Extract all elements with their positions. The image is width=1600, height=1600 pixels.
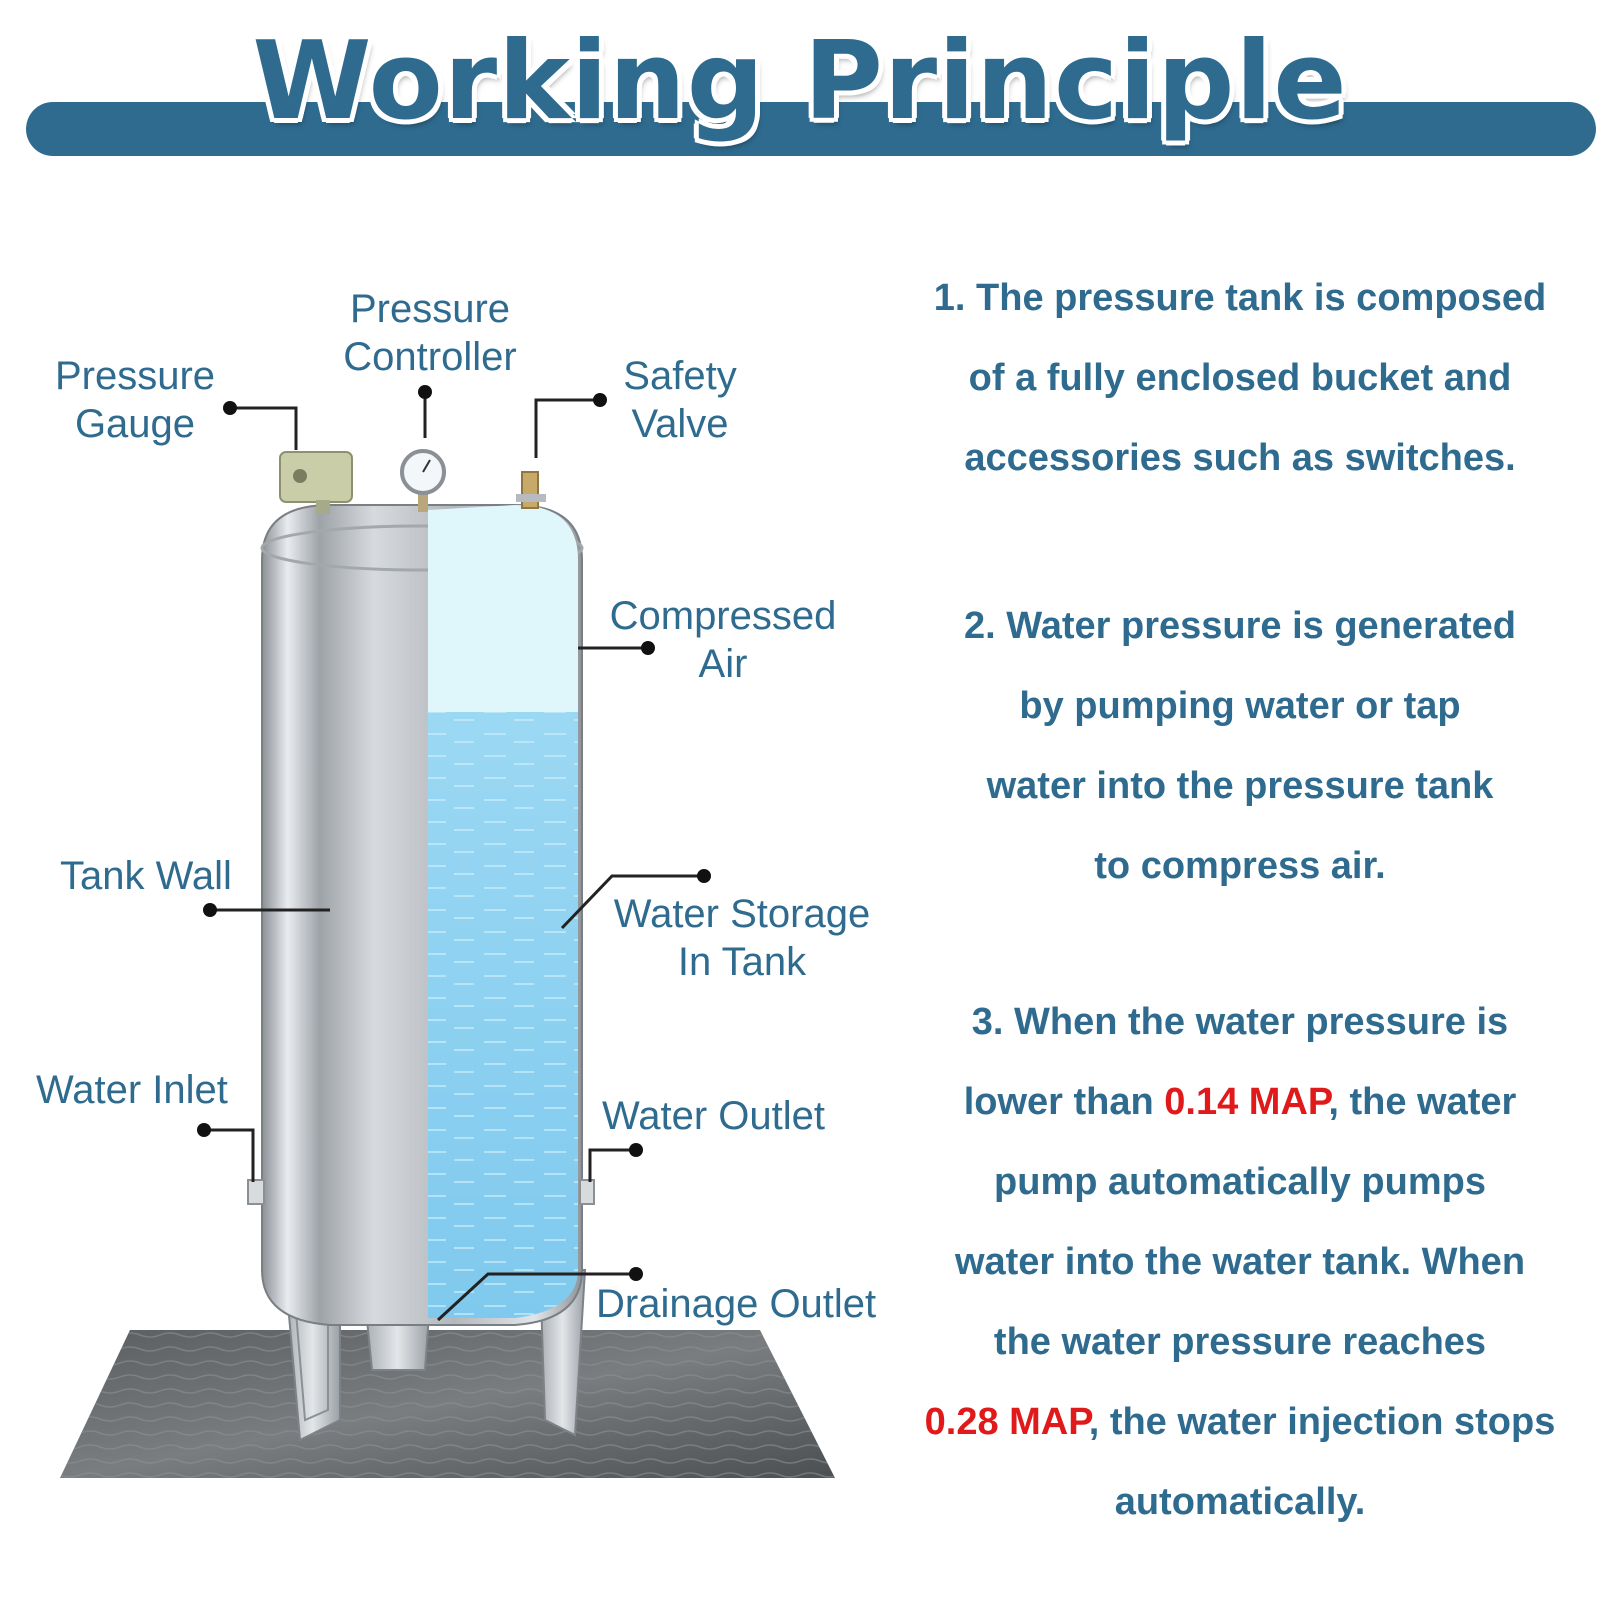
description-point-1: 1. The pressure tank is composed of a fu… [933,277,1547,479]
pressure-dial [400,449,446,512]
page-title: Working Principle [252,19,1348,144]
tank-diagram [60,385,835,1478]
pressure-low-value: 0.14 MAP [1164,1081,1329,1123]
leader-lines [204,392,704,1322]
label-drainage-outlet: Drainage Outlet [596,1282,877,1326]
label-water-storage: Water Storage In Tank [613,892,871,984]
header-banner-bar [26,102,1596,156]
label-compressed-air: Compressed Air [609,594,837,686]
compressed-air-zone [428,505,578,712]
label-water-inlet: Water Inlet [36,1068,228,1112]
water-zone [428,712,578,1318]
water-inlet-pipe [247,1179,265,1205]
label-tank-wall: Tank Wall [60,854,232,898]
description-point-2: 2. Water pressure is generated by pumpin… [964,605,1516,887]
description-point-3: 3. When the water pressure is lower than… [924,1001,1556,1523]
label-pressure-controller: Pressure Controller [343,287,517,379]
label-pressure-gauge: Pressure Gauge [54,354,216,446]
safety-valve-part [516,471,546,509]
floor-mat [60,1330,835,1478]
label-safety-valve: Safety Valve [623,354,737,446]
leader-dots [197,385,711,1281]
water-outlet-pipe [579,1179,595,1205]
label-water-outlet: Water Outlet [602,1094,826,1138]
pressure-switch-box [279,451,353,514]
pressure-high-value: 0.28 MAP [924,1401,1089,1443]
